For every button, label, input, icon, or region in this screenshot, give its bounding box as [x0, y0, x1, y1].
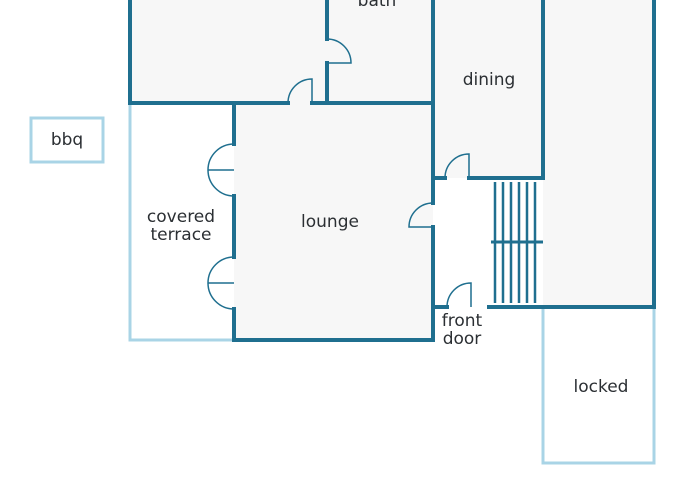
bath-label: bath	[358, 0, 397, 11]
dining-label: dining	[463, 70, 516, 90]
front-door-label-line1: front	[442, 311, 483, 331]
lounge-floor	[234, 103, 433, 340]
bbq-label: bbq	[51, 130, 83, 150]
covered-terrace-label-line2: terrace	[150, 225, 211, 245]
dining-door	[444, 153, 470, 179]
room-labels: bath dining bbq covered terrace lounge f…	[51, 0, 629, 397]
stairs	[491, 182, 543, 303]
lounge-label: lounge	[301, 212, 359, 232]
covered-terrace-outline	[128, 103, 234, 342]
room-floors	[130, 0, 654, 340]
front-door-swing	[446, 282, 472, 308]
covered-terrace-label-line1: covered	[147, 207, 215, 227]
terrace-door-lower	[207, 256, 235, 310]
right-room-floor	[543, 0, 654, 307]
bath-door	[326, 38, 352, 64]
bbq-area	[29, 116, 105, 164]
top-left-room-floor	[130, 0, 327, 103]
lounge-side-door	[408, 202, 434, 228]
front-door-label-line2: door	[443, 329, 482, 349]
locked-label: locked	[574, 377, 629, 397]
dining-floor	[433, 0, 543, 178]
bath-floor	[327, 0, 433, 103]
walls	[128, 0, 656, 342]
terrace-door-upper	[207, 143, 235, 197]
doors	[207, 38, 472, 310]
lounge-top-door	[287, 78, 313, 104]
